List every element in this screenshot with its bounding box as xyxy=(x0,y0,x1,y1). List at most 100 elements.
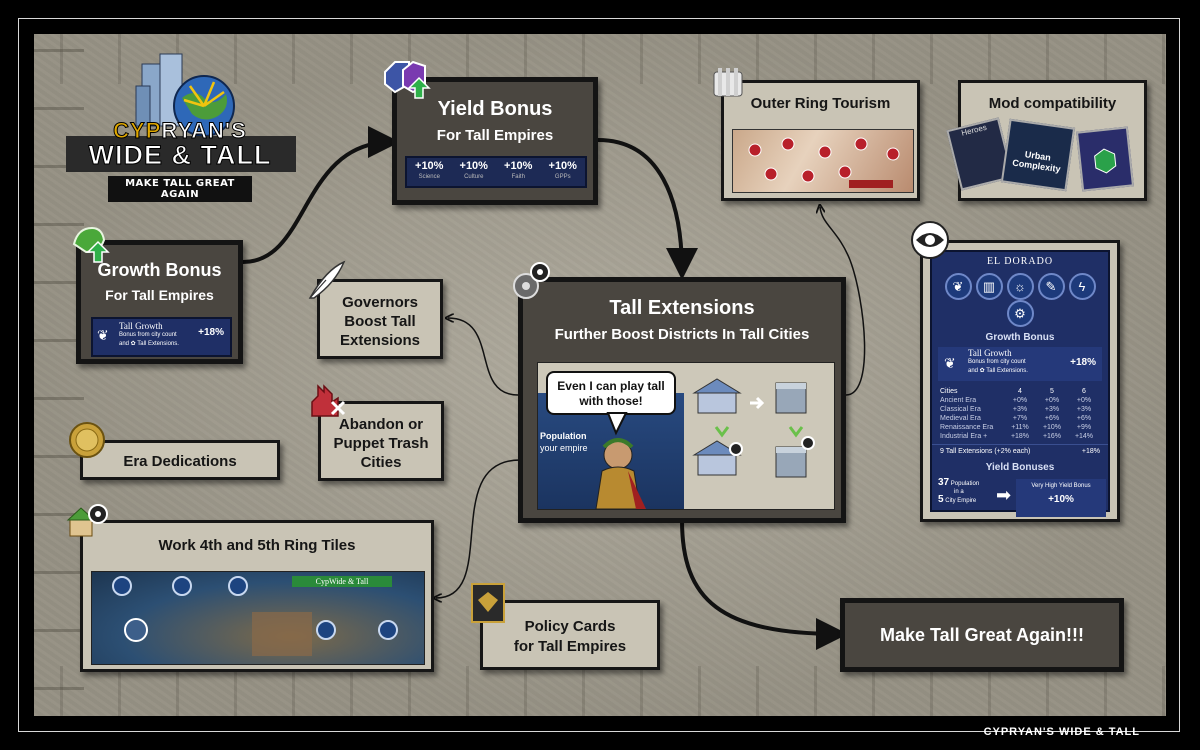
eldorado-very-high-label: Very High Yield Bonus xyxy=(1031,483,1091,489)
governors-card: Governors Boost Tall Extensions xyxy=(317,279,443,359)
table-cell: +6% xyxy=(1076,415,1092,422)
growth-panel-sprout-icon: ❦ xyxy=(97,327,109,343)
abandon-line1: Abandon or xyxy=(338,416,424,433)
tab-citizens-icon[interactable]: ☼ xyxy=(1006,273,1034,300)
logo-banner xyxy=(66,136,296,172)
eldorado-yield-row: 37 Population in a 5 City Empire ➡ Very … xyxy=(936,477,1106,519)
table-row: Industrial Era ++18%+16%+14% xyxy=(932,432,1108,441)
growth-bonus-subtitle: For Tall Empires xyxy=(105,287,214,303)
arrow-yield-to-tall xyxy=(597,138,698,280)
table-cell: +3% xyxy=(1076,406,1092,413)
roman-leader-figure xyxy=(595,438,646,509)
growth-bonus-panel: ❦ Tall Growth Bonus from city count and … xyxy=(91,317,232,357)
eldorado-extensions-line: 9 Tall Extensions (+2% each) xyxy=(940,448,1031,455)
abandon-line3: Cities xyxy=(360,454,402,471)
yield-pill-value: +10% xyxy=(548,160,577,172)
eldorado-section-growth: Growth Bonus xyxy=(985,332,1055,343)
tab-growth-icon[interactable]: ❦ xyxy=(944,273,972,300)
growth-bonus-card: Growth Bonus For Tall Empires ❦ Tall Gro… xyxy=(76,240,243,364)
outer-frame xyxy=(18,18,1180,732)
eldorado-tall-growth-line1: Bonus from city count xyxy=(968,359,1026,365)
eldorado-very-high-box: Very High Yield Bonus +10% xyxy=(1016,479,1106,517)
table-cell: +11% xyxy=(1011,424,1029,431)
eldorado-very-high-value: +10% xyxy=(1048,494,1074,505)
outer-ring-title: Outer Ring Tourism xyxy=(750,95,891,112)
policy-card-icon xyxy=(471,583,505,623)
eldorado-pop-block: 37 Population in a 5 City Empire xyxy=(938,478,996,505)
growth-panel-and: and xyxy=(119,341,130,347)
logo-brand-line: CypRyan's xyxy=(64,118,296,144)
arrow-tall-to-work-tiles xyxy=(436,459,521,598)
logo-city-globe-icon xyxy=(135,53,235,137)
eldorado-arrow-right-icon: ➡ xyxy=(996,485,1012,505)
quill-icon xyxy=(308,260,346,299)
eldorado-pop-l3: City Empire xyxy=(945,498,977,504)
mod-card-urban: Urban Complexity xyxy=(1000,118,1076,192)
table-cell: +3% xyxy=(1044,406,1060,413)
tourism-icon xyxy=(713,68,743,97)
eldorado-city-num: 5 xyxy=(938,494,944,505)
tall-extensions-title: Tall Extensions xyxy=(609,297,755,319)
mod-compat-title: Mod compatibility xyxy=(988,95,1117,112)
eldorado-sprout-icon: ❦ xyxy=(944,355,956,371)
yield-pill-culture: +10% Culture xyxy=(460,161,488,183)
arrow-tall-to-governors xyxy=(448,318,519,396)
tall-ext-bg-text1: Population xyxy=(540,431,587,441)
mod-compat-card: Mod compatibility Heroes Urban Complexit… xyxy=(946,80,1147,201)
building-tower-1 xyxy=(775,382,807,414)
ruined-city-icon xyxy=(311,384,346,417)
eye-icon xyxy=(911,221,949,259)
eldorado-city-name: El Dorado xyxy=(986,256,1054,267)
tall-ext-art xyxy=(595,378,815,509)
gear-badge-2-icon xyxy=(801,436,815,450)
speech-bubble-line2: with those! xyxy=(579,394,643,408)
table-row: Ancient Era+0%+0%+0% xyxy=(932,396,1108,405)
table-cell: Industrial Era + xyxy=(940,433,988,440)
footer-brand: CypRyan's Wide & Tall xyxy=(984,726,1140,738)
tab-settings-icon[interactable]: ⚙ xyxy=(1006,300,1034,327)
table-cell: Medieval Era xyxy=(940,415,981,422)
table-row: Renaissance Era +11% +10% +9% xyxy=(932,423,1108,432)
yield-pill-value: +10% xyxy=(459,160,488,172)
growth-panel-value: +18% xyxy=(198,327,224,338)
arrow-tall-to-make-great xyxy=(680,519,848,650)
yield-bonus-title: Yield Bonus xyxy=(437,98,553,120)
eldorado-extensions-value: +18% xyxy=(1081,448,1100,455)
era-dedications-card: Era Dedications xyxy=(80,440,280,480)
eldorado-tall-growth-line2: and ✿ Tall Extensions. xyxy=(968,368,1028,374)
work-tiles-citizen-markers xyxy=(112,576,398,656)
eldorado-panel: El Dorado ❦▥☼✎ϟ⚙ Growth Bonus ❦ Tall Gro… xyxy=(930,250,1110,517)
tall-extensions-illustration: Population your empire Even I can play t… xyxy=(537,362,835,510)
eldorado-tall-growth-ext: Tall Extensions. xyxy=(986,368,1028,374)
gear-badge-1-icon xyxy=(729,442,743,456)
policy-cards-card: Policy Cards for Tall Empires xyxy=(480,600,660,670)
eldorado-tab-row: ❦▥☼✎ϟ ⚙ xyxy=(932,273,1108,327)
tab-buildings-icon[interactable]: ▥ xyxy=(975,273,1003,300)
tall-extensions-subtitle: Further Boost Districts In Tall Cities xyxy=(554,326,810,343)
table-header-cell: 6 xyxy=(1082,388,1086,395)
logo-brand-cyp: Cyp xyxy=(113,118,162,144)
table-cell: +0% xyxy=(1076,397,1092,404)
make-tall-great-title: Make Tall Great Again!!! xyxy=(879,625,1085,645)
growth-panel-line1: Bonus from city count xyxy=(119,332,177,338)
work-tiles-city-banner: CypWide & Tall xyxy=(292,576,392,587)
yield-pill-label: Science xyxy=(418,174,440,180)
table-cell: +9% xyxy=(1076,424,1092,431)
growth-panel-ext: Tall Extensions. xyxy=(137,341,179,347)
arrow-growth-to-yield xyxy=(242,126,400,264)
outer-ring-map-screenshot xyxy=(732,129,914,193)
table-cell: +10% xyxy=(1042,424,1062,431)
yield-pill-label: Culture xyxy=(464,174,484,180)
yield-pill-label: GPPs xyxy=(554,174,571,180)
eldorado-pop-l2: in a xyxy=(954,489,964,495)
table-cell: Renaissance Era xyxy=(940,424,994,431)
eldorado-table-header: Cities 4 5 6 xyxy=(932,387,1108,396)
table-cell: +7% xyxy=(1012,415,1028,422)
eldorado-table: Cities 4 5 6 Ancient Era+0%+0%+0% Classi… xyxy=(932,387,1108,456)
work-tiles-title: Work 4th and 5th Ring Tiles xyxy=(158,537,356,554)
tab-religion-icon[interactable]: ✎ xyxy=(1037,273,1065,300)
eldorado-tall-growth-value: +18% xyxy=(1070,357,1096,368)
logo: CypRyan's Wide & Tall Make Tall Great Ag… xyxy=(64,46,296,202)
tab-power-icon[interactable]: ϟ xyxy=(1068,273,1096,300)
yield-bonus-card: Yield Bonus For Tall Empires +10%Science… xyxy=(392,77,598,205)
